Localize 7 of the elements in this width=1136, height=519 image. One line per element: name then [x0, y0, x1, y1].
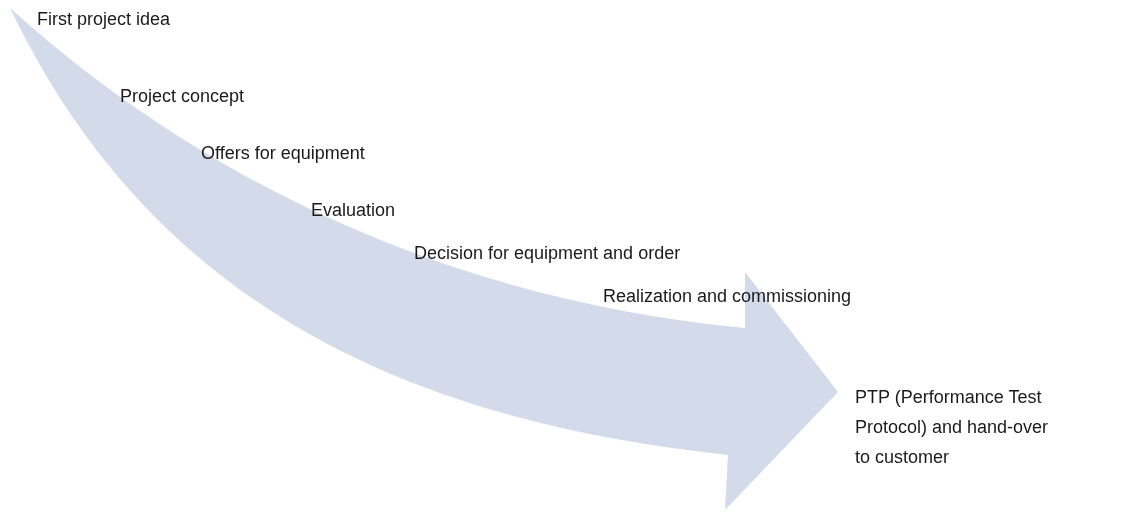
- step-label: Project concept: [120, 85, 245, 108]
- step-label: Offers for equipment: [201, 142, 365, 165]
- step-label: PTP (Performance Test Protocol) and hand-over to customer: [855, 386, 1050, 469]
- step-label: Decision for equipment and order: [414, 242, 681, 265]
- step-label: Realization and commissioning: [603, 285, 852, 308]
- step-label: Evaluation: [311, 199, 396, 222]
- step-label: First project idea: [37, 8, 171, 31]
